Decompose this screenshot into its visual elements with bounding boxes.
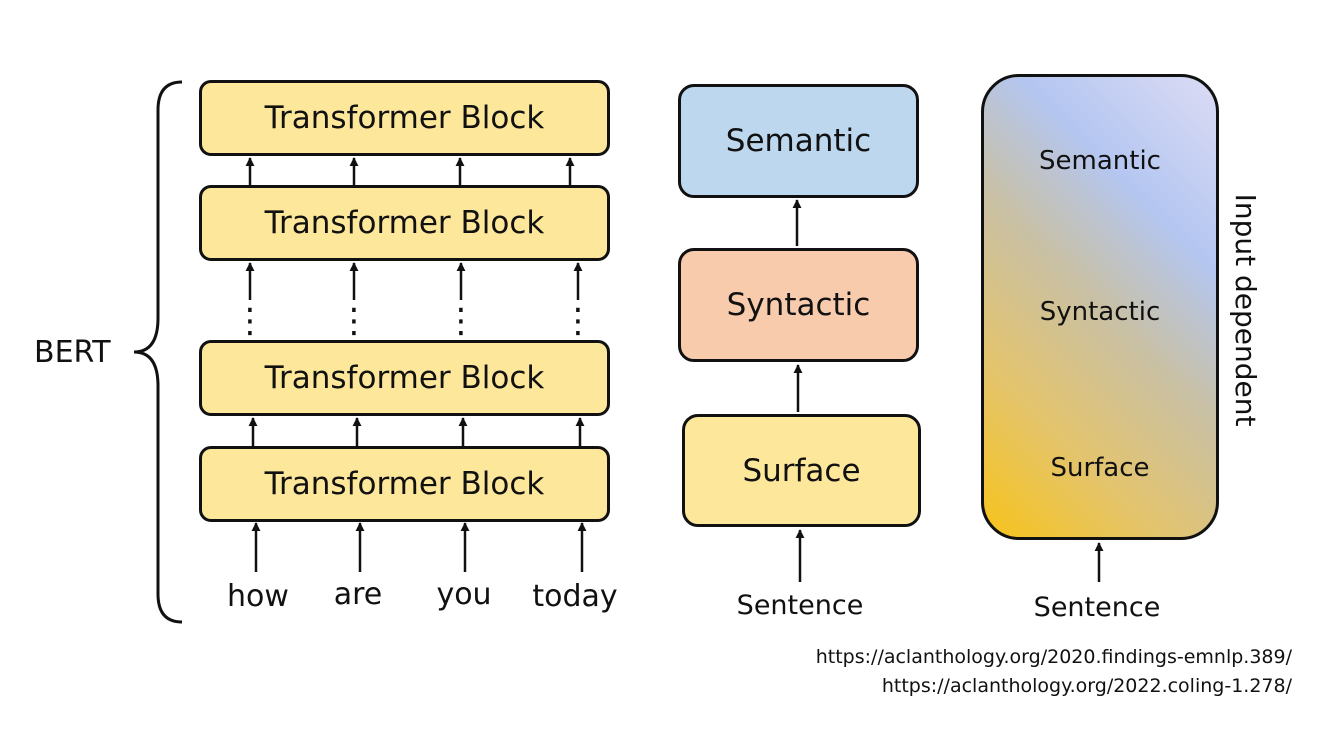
gradient-surface-label: Surface <box>1050 453 1150 483</box>
syntactic-layer: Syntactic <box>678 248 919 362</box>
semantic-layer: Semantic <box>678 84 919 198</box>
input-dependent-label: Input dependent <box>1229 193 1262 427</box>
transformer-block-1: Transformer Block <box>199 446 610 522</box>
ellipsis-1: ⋮ <box>233 301 267 341</box>
input-dependent-box: Semantic Syntactic Surface <box>981 74 1219 540</box>
token-you: you <box>436 577 492 612</box>
bert-label: BERT <box>34 335 111 370</box>
token-today: today <box>532 579 618 614</box>
ellipsis-4: ⋮ <box>561 301 595 341</box>
gradient-syntactic-label: Syntactic <box>1039 297 1161 327</box>
transformer-block-3: Transformer Block <box>199 185 610 261</box>
token-how: how <box>227 579 289 614</box>
reference-link-1[interactable]: https://aclanthology.org/2020.findings-e… <box>815 646 1292 668</box>
token-are: are <box>333 577 383 612</box>
ellipsis-3: ⋮ <box>444 301 478 341</box>
transformer-block-4: Transformer Block <box>199 80 610 156</box>
surface-layer: Surface <box>682 414 921 527</box>
reference-link-2[interactable]: https://aclanthology.org/2022.coling-1.2… <box>881 675 1292 697</box>
sentence-label-dependent: Sentence <box>1033 592 1161 623</box>
gradient-semantic-label: Semantic <box>1039 146 1161 176</box>
bert-brace <box>133 80 183 624</box>
sentence-label-hierarchy: Sentence <box>736 590 864 621</box>
transformer-block-2: Transformer Block <box>199 340 610 416</box>
ellipsis-2: ⋮ <box>337 301 371 341</box>
